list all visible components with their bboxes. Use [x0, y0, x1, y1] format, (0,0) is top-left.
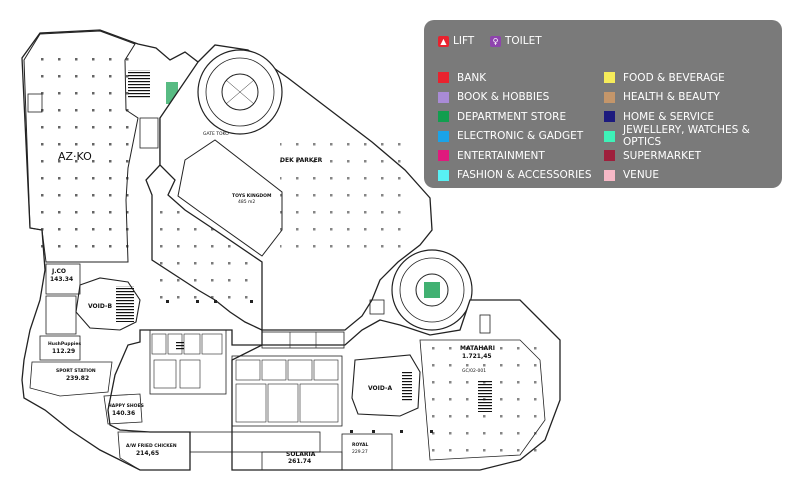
legend-item-bank: BANK	[438, 68, 591, 88]
legend-label: SUPERMARKET	[623, 149, 702, 162]
legend-swatch	[438, 111, 449, 123]
legend-facility-lift: ▲ LIFT	[438, 35, 474, 47]
store-aw-fried-chicken-label: A/W FRIED CHICKEN	[126, 443, 177, 449]
legend-categories-right: FOOD & BEVERAGE HEALTH & BEAUTY HOME & SER…	[604, 68, 782, 185]
legend-swatch	[438, 72, 449, 84]
store-azko[interactable]	[23, 30, 139, 263]
legend-label: VENUE	[623, 169, 659, 182]
legend-swatch	[604, 111, 615, 123]
store-sport-station-area: 239.82	[66, 375, 89, 382]
legend-swatch	[604, 150, 615, 162]
legend-item-food-beverage: FOOD & BEVERAGE	[604, 68, 782, 88]
legend-item-fashion-accessories: FASHION & ACCESSORIES	[438, 166, 591, 186]
legend-label: FASHION & ACCESSORIES	[457, 169, 592, 182]
store-toys-kingdom-area: 485 m2	[238, 199, 255, 205]
store-royal-label: ROYAL	[352, 442, 368, 448]
legend-swatch	[604, 130, 615, 142]
legend-item-electronic-gadget: ELECTRONIC & GADGET	[438, 127, 591, 147]
store-sport-station-label: SPORT STATION	[56, 368, 96, 374]
store-happy-shoes[interactable]	[103, 393, 143, 425]
legend-label: BOOK & HOBBIES	[457, 91, 550, 104]
store-matahari-area: 1.721,45	[462, 353, 492, 360]
store-toys-kingdom[interactable]	[177, 139, 283, 257]
store-happy-shoes-area: 140.36	[112, 410, 135, 417]
store-jco[interactable]	[45, 263, 81, 295]
store-royal-area: 229.27	[352, 449, 368, 455]
store-aw-fried-chicken[interactable]	[117, 431, 191, 471]
legend-label: ELECTRONIC & GADGET	[457, 130, 584, 143]
store-matahari-label: MATAHARI	[460, 345, 495, 352]
legend-item-book-hobbies: BOOK & HOBBIES	[438, 88, 591, 108]
void-b-label: VOID-B	[88, 303, 112, 310]
store-azko-label: AZ·KO	[58, 150, 92, 163]
store-sport-station[interactable]	[29, 361, 113, 397]
legend-item-entertainment: ENTERTAINMENT	[438, 146, 591, 166]
store-hush-puppies-label: HushPuppies	[48, 341, 81, 347]
store-solaria-area: 261.74	[288, 458, 311, 465]
legend-facility-toilet: ♀ TOILET	[490, 35, 542, 47]
legend-item-department-store: DEPARTMENT STORE	[438, 107, 591, 127]
store-royal[interactable]	[341, 433, 393, 471]
legend-item-jewellery-watches-optics: JEWELLERY, WATCHES & OPTICS	[604, 124, 782, 149]
legend-item-venue: VENUE	[604, 166, 782, 186]
legend-item-health-beauty: HEALTH & BEAUTY	[604, 88, 782, 108]
legend-swatch	[438, 130, 449, 142]
legend-swatch	[604, 91, 615, 103]
void-a-label: VOID-A	[368, 385, 392, 392]
store-jco-area: 143.34	[50, 276, 73, 283]
legend-swatch	[604, 169, 615, 181]
store-aw-fried-chicken-area: 214,65	[136, 450, 159, 457]
store-happy-shoes-label: HAPPY SHOES	[108, 403, 144, 409]
legend-swatch	[604, 72, 615, 84]
store-hush-puppies[interactable]	[39, 335, 81, 361]
legend-item-supermarket: SUPERMARKET	[604, 146, 782, 166]
legend-label: HEALTH & BEAUTY	[623, 91, 720, 104]
legend-label: DEPARTMENT STORE	[457, 110, 567, 123]
store-matahari[interactable]	[419, 339, 546, 461]
legend-label: FOOD & BEVERAGE	[623, 71, 725, 84]
lift-icon: ▲	[438, 35, 449, 47]
map-legend: ▲ LIFT ♀ TOILET BANK BOOK & HOBBIES DEPART…	[424, 20, 782, 188]
legend-label: HOME & SERVICE	[623, 110, 714, 123]
legend-item-home-service: HOME & SERVICE	[604, 107, 782, 127]
legend-swatch	[438, 91, 449, 103]
store-hush-puppies-area: 112.29	[52, 348, 75, 355]
legend-label: JEWELLERY, WATCHES & OPTICS	[623, 124, 750, 149]
svg-text:GATE TOKO: GATE TOKO	[203, 131, 229, 137]
legend-swatch	[438, 150, 449, 162]
store-dek-parker-label: DEK PARKER	[280, 157, 323, 164]
store-solaria-label: SOLARIA	[286, 451, 316, 458]
store-matahari-unit: GC/02-001	[462, 368, 486, 374]
store-jco-label: J.CO	[51, 268, 66, 275]
toilet-icon: ♀	[490, 35, 501, 47]
store-toys-kingdom-label: TOYS KINGDOM	[232, 193, 272, 199]
legend-label: BANK	[457, 71, 487, 84]
legend-categories-left: BANK BOOK & HOBBIES DEPARTMENT STORE ELECTR…	[438, 68, 591, 185]
legend-label: ENTERTAINMENT	[457, 149, 545, 162]
legend-swatch	[438, 169, 449, 181]
